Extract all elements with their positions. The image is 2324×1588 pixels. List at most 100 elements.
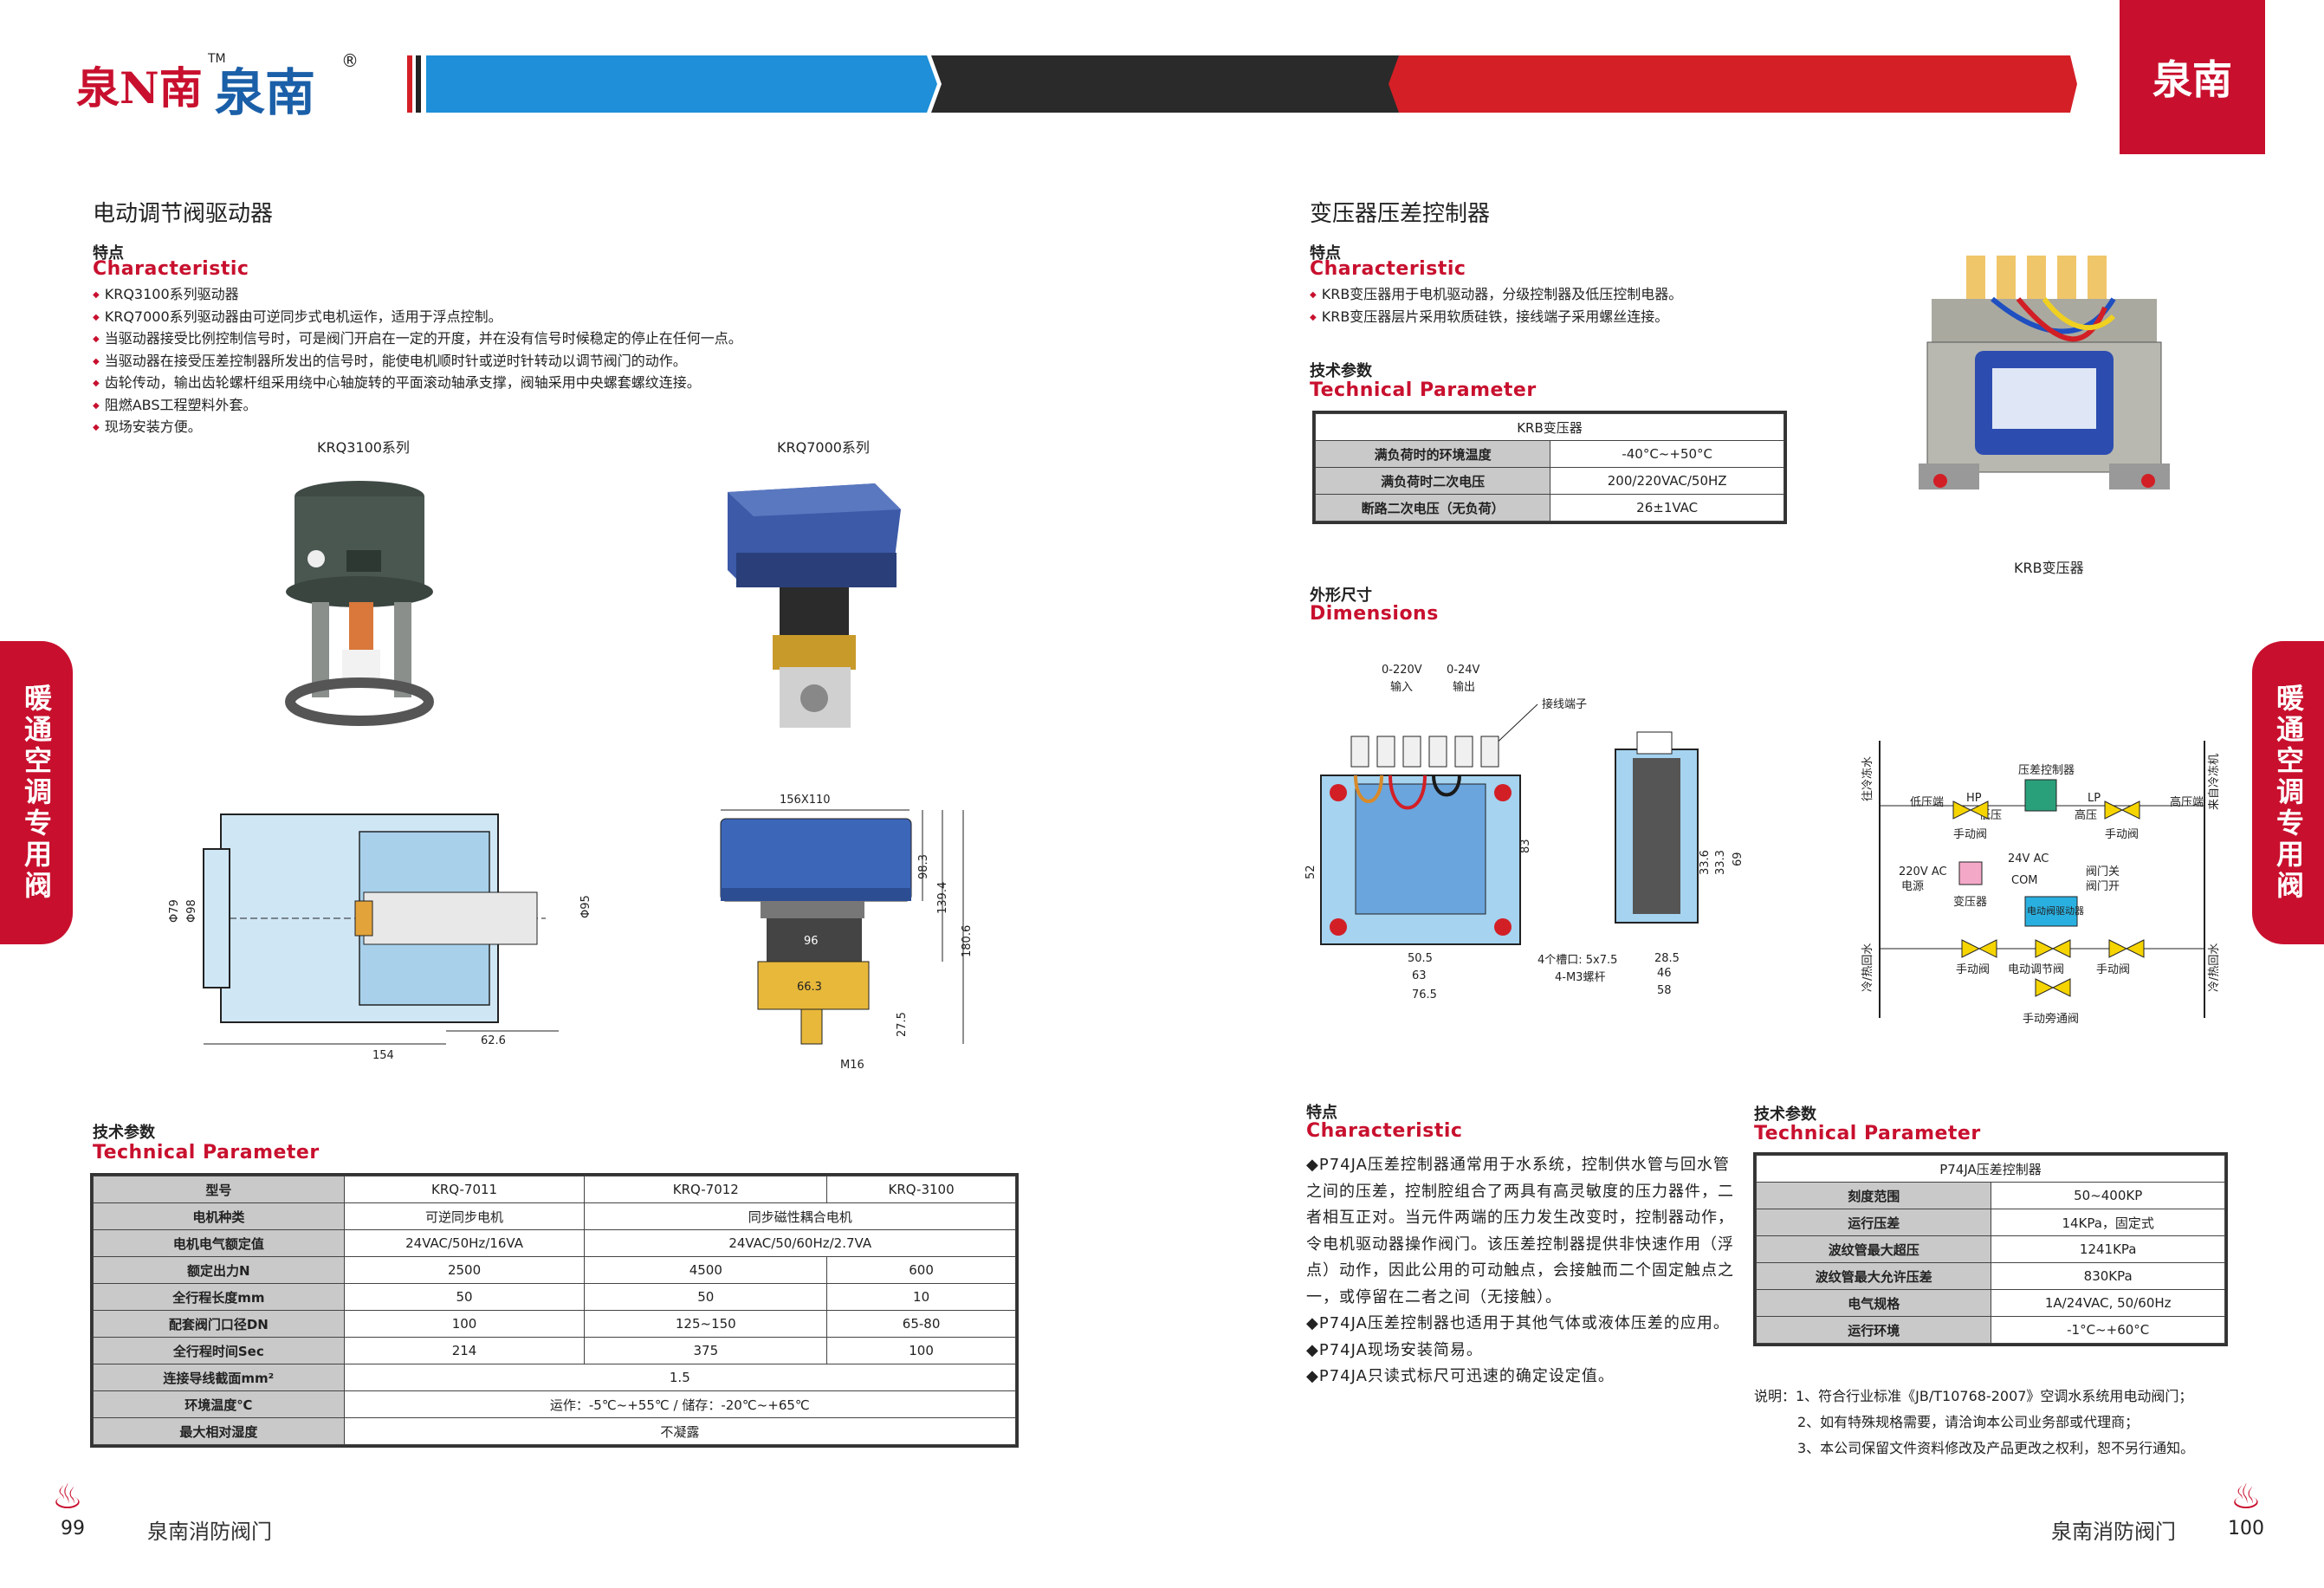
krq3100-photo: [285, 481, 434, 726]
left-page-number: 99: [61, 1518, 85, 1539]
table-cell: 断路二次电压（无负荷）: [1314, 494, 1551, 522]
krq-spec-table: 型号 KRQ-7011 KRQ-7012 KRQ-3100 电机种类 可逆同步电…: [90, 1173, 1019, 1448]
logo-mark: 泉N南: [76, 62, 203, 113]
left-flame-icon: ♨: [52, 1477, 83, 1517]
krb-transformer-photo: [1919, 256, 2170, 489]
right-page-number: 100: [2228, 1518, 2264, 1539]
dim-label: 66.3: [797, 981, 822, 994]
table-cell: 满负荷时二次电压: [1314, 467, 1551, 495]
dim-label: 46: [1657, 967, 1672, 980]
table-cell: 600: [826, 1256, 1016, 1284]
dim-label: 83: [1519, 839, 1532, 853]
table-row: 电机电气额定值 24VAC/50Hz/16VA 24VAC/50/60Hz/2.…: [93, 1229, 1016, 1257]
table-cell: 1A/24VAC, 50/60Hz: [1991, 1289, 2225, 1317]
dim-label: 156X110: [780, 794, 831, 807]
krq7000-photo: [728, 483, 901, 728]
schematic-label: HP: [1966, 792, 1982, 805]
right-bullet-list: KRB变压器用于电机驱动器，分级控制器及低压控制电器。 KRB变压器层片采用软质…: [1310, 284, 1881, 328]
table-cell: 26±1VAC: [1550, 494, 1784, 522]
table-cell: 1.5: [343, 1364, 1017, 1391]
right-tp-en: Technical Parameter: [1310, 379, 1537, 401]
schematic-label: 手动旁通阀: [2023, 1012, 2079, 1026]
p74ja-description: ◆P74JA压差控制器通常用于水系统，控制供水管与回水管之间的压差，控制腔组合了…: [1306, 1152, 1739, 1390]
dim-label: 4-M3螺杆: [1555, 971, 1605, 984]
dim-label: 0-24V: [1447, 664, 1480, 677]
left-char-cn: 特点: [93, 244, 124, 263]
paragraph: ◆P74JA现场安装简易。: [1306, 1340, 1483, 1359]
schematic-label: 高压端: [2170, 795, 2204, 809]
notes-block: 说明：1、符合行业标准《JB/T10768-2007》空调水系统用电动阀门； 2…: [1754, 1384, 2274, 1462]
left-char-en: Characteristic: [93, 258, 249, 280]
right-side-tab: 暖通空调专用阀: [2252, 641, 2324, 944]
table-cell: 波纹管最大超压: [1755, 1235, 1992, 1263]
table-row: 型号 KRQ-7011 KRQ-7012 KRQ-3100: [93, 1176, 1016, 1203]
list-item: 当驱动器在接受压差控制器所发出的信号时，能使电机顺时针或逆时针转动以调节阀门的动…: [93, 351, 1002, 373]
dim-label: 27.5: [896, 1012, 909, 1037]
note-line: 3、本公司保留文件资料修改及产品更改之权利，恕不另行通知。: [1797, 1440, 2195, 1456]
table-cell: 波纹管最大允许压差: [1755, 1262, 1992, 1290]
schematic-label: 阀门关: [2086, 865, 2120, 878]
dim-label: 180.6: [961, 925, 974, 957]
list-item: KRB变压器用于电机驱动器，分级控制器及低压控制电器。: [1310, 284, 1881, 307]
table-row: P74JA压差控制器: [1756, 1155, 2225, 1183]
table-row: 配套阀门口径DN 100 125~150 65-80: [93, 1310, 1016, 1338]
dim-label: 33.3: [1714, 850, 1727, 875]
table-cell: 全行程时间Sec: [93, 1337, 345, 1364]
table-cell: 电机电气额定值: [93, 1229, 345, 1257]
dim-label: 63: [1412, 969, 1427, 982]
schematic-label: 手动阀: [2105, 828, 2139, 841]
table-cell: 全行程长度mm: [93, 1283, 345, 1311]
dim-label: Φ79: [168, 899, 181, 923]
table-cell: 电气规格: [1755, 1289, 1992, 1317]
dim-label: 输入: [1390, 680, 1413, 694]
right-char2-cn: 特点: [1306, 1104, 1337, 1122]
dim-label: 98.3: [917, 854, 930, 879]
transformer-dimension-drawing: 0-220V 输入 0-24V 输出 接线端子 52 83 50.5 63 76…: [1304, 664, 1745, 1001]
left-side-tab: 暖通空调专用阀: [0, 641, 73, 944]
left-tp-en: Technical Parameter: [93, 1142, 320, 1163]
table-cell: 1241KPa: [1991, 1235, 2225, 1263]
banner-red-segment: [1389, 55, 2077, 113]
brand-logo: 泉N南 TM 泉南 ®: [76, 47, 362, 122]
schematic-label: 24V AC: [2008, 852, 2049, 865]
table-row: 最大相对湿度 不凝露: [93, 1417, 1017, 1445]
right-dim-cn: 外形尺寸: [1310, 587, 1372, 605]
dim-label: 58: [1657, 984, 1672, 997]
list-item: 当驱动器接受比例控制信号时，可是阀门开启在一定的开度，并在没有信号时候稳定的停止…: [93, 328, 1002, 351]
left-section-title: 电动调节阀驱动器: [93, 201, 274, 227]
paragraph: ◆P74JA只读式标尺可迅速的确定设定值。: [1306, 1367, 1615, 1385]
krq3100-dimension-drawing: Φ79 Φ98 Φ95 154 62.6: [168, 813, 592, 1062]
schematic-label: 变压器: [1953, 895, 1987, 909]
right-section-title: 变压器压差控制器: [1310, 201, 1491, 227]
table-cell: 375: [584, 1337, 828, 1364]
dim-label: 69: [1732, 852, 1745, 866]
schematic-label: 阀门开: [2086, 880, 2120, 893]
table-row: 额定出力N 2500 4500 600: [93, 1256, 1016, 1284]
table-cell: 额定出力N: [93, 1256, 345, 1284]
table-row: 运行环境-1°C~+60°C: [1755, 1316, 2225, 1344]
right-tp2-en: Technical Parameter: [1754, 1123, 1981, 1144]
logo-text: 泉南: [215, 63, 316, 122]
dim-label: 154: [372, 1049, 394, 1062]
table-cell: 最大相对湿度: [93, 1417, 345, 1445]
header-banner: [407, 55, 2077, 113]
schematic-label: 电动阀驱动器: [2027, 904, 2084, 917]
krq7000-dimension-drawing: 156X110 96 66.3 98.3 139.4 180.6 27.5 M1…: [720, 794, 974, 1072]
table-cell: 50: [343, 1283, 586, 1311]
banner-black-stripe: [416, 55, 421, 113]
schematic-label: 冷/热回水: [1861, 943, 1874, 992]
table-cell: 不凝露: [343, 1417, 1017, 1445]
caption-krq3100: KRQ3100系列: [317, 439, 410, 456]
table-row: 断路二次电压（无负荷）26±1VAC: [1314, 494, 1784, 522]
right-footer: 泉南消防阀门: [2051, 1520, 2176, 1544]
table-cell: 电机种类: [93, 1202, 345, 1230]
table-cell: 214: [343, 1337, 586, 1364]
list-item: KRQ7000系列驱动器由可逆同步式电机运作，适用于浮点控制。: [93, 307, 1002, 329]
table-cell: 4500: [584, 1256, 828, 1284]
